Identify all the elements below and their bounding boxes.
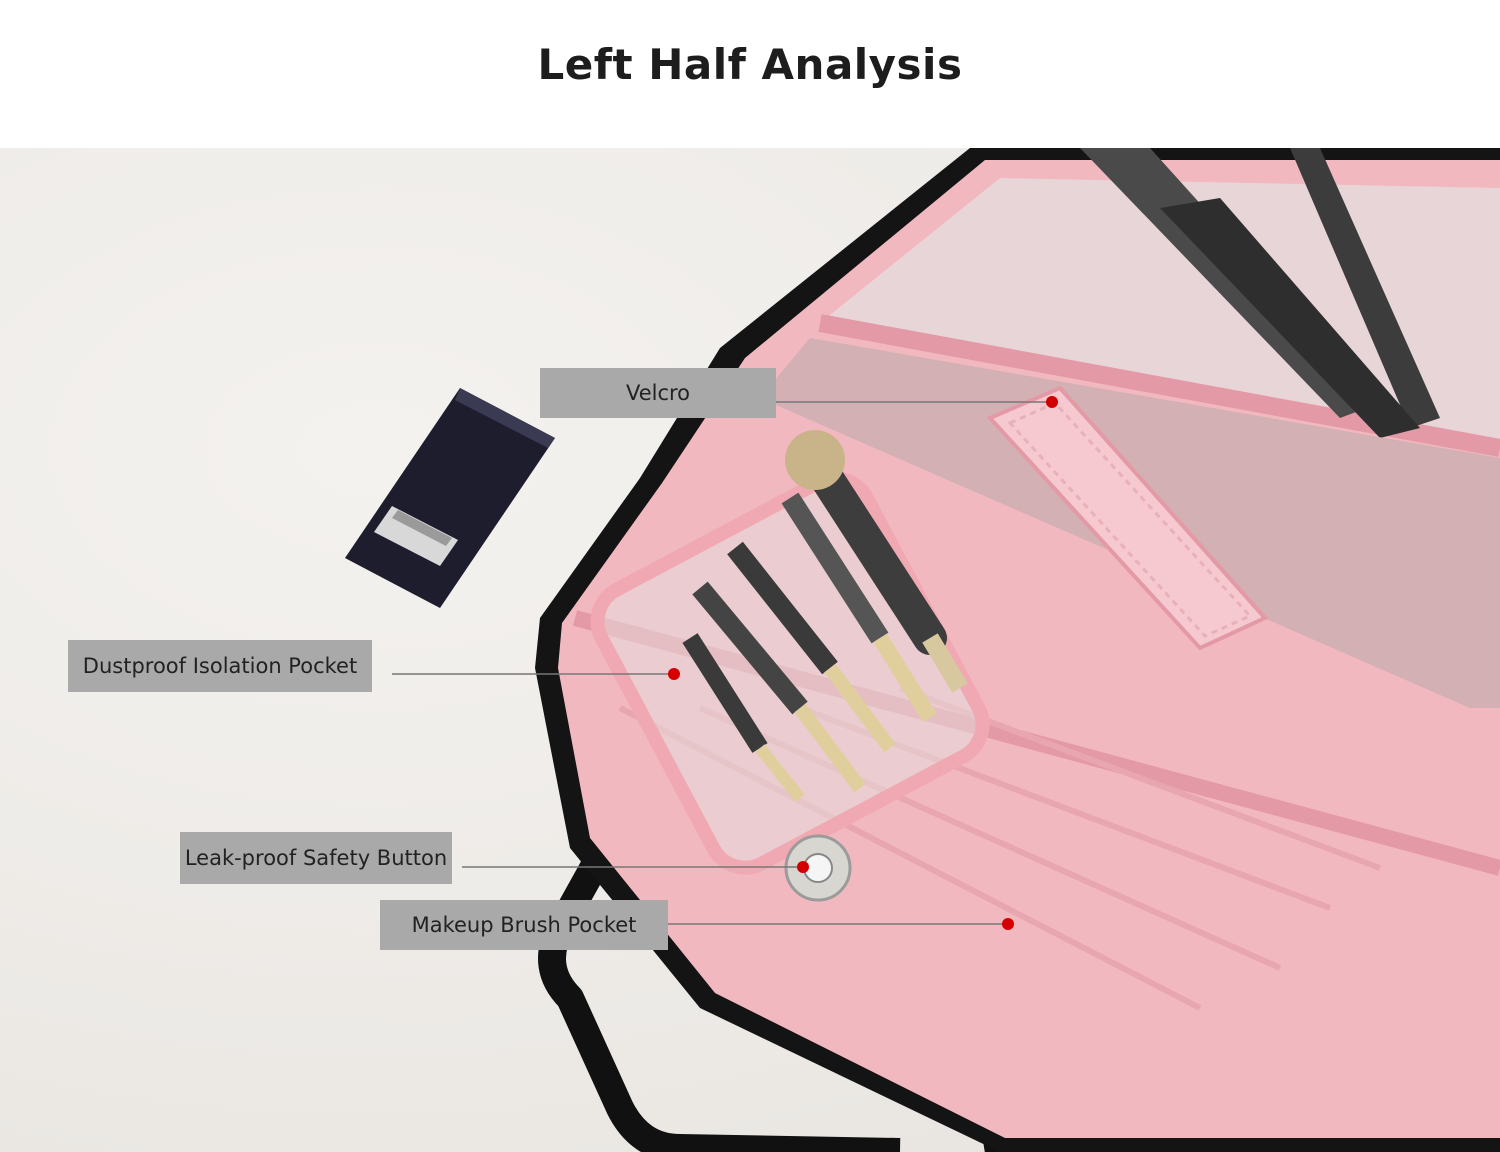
callout-brush-label: Makeup Brush Pocket [411, 913, 637, 937]
brush-pocket-marker [1002, 918, 1014, 930]
product-photo: Velcro Dustproof Isolation Pocket Leak-p… [0, 148, 1500, 1152]
page-title: Left Half Analysis [537, 40, 963, 89]
leakproof-marker [797, 861, 809, 873]
callout-dustproof-pocket: Dustproof Isolation Pocket [68, 640, 372, 692]
callout-dustproof-label: Dustproof Isolation Pocket [82, 654, 358, 678]
callout-velcro: Velcro [540, 368, 776, 418]
callout-brush-pocket: Makeup Brush Pocket [380, 900, 668, 950]
callout-leaders [392, 401, 1052, 925]
bag-body [535, 148, 1500, 1152]
makeup-brushes [682, 430, 968, 802]
callout-markers [668, 396, 1058, 930]
lipstick [345, 388, 555, 608]
cosmetic-bag-illustration [345, 148, 1500, 1152]
safety-button [784, 834, 852, 902]
velcro-marker [1046, 396, 1058, 408]
callout-velcro-label: Velcro [625, 381, 691, 405]
callout-leakproof-label: Leak-proof Safety Button [184, 846, 448, 870]
dustproof-marker [668, 668, 680, 680]
callout-leak-proof-button: Leak-proof Safety Button [180, 832, 452, 884]
